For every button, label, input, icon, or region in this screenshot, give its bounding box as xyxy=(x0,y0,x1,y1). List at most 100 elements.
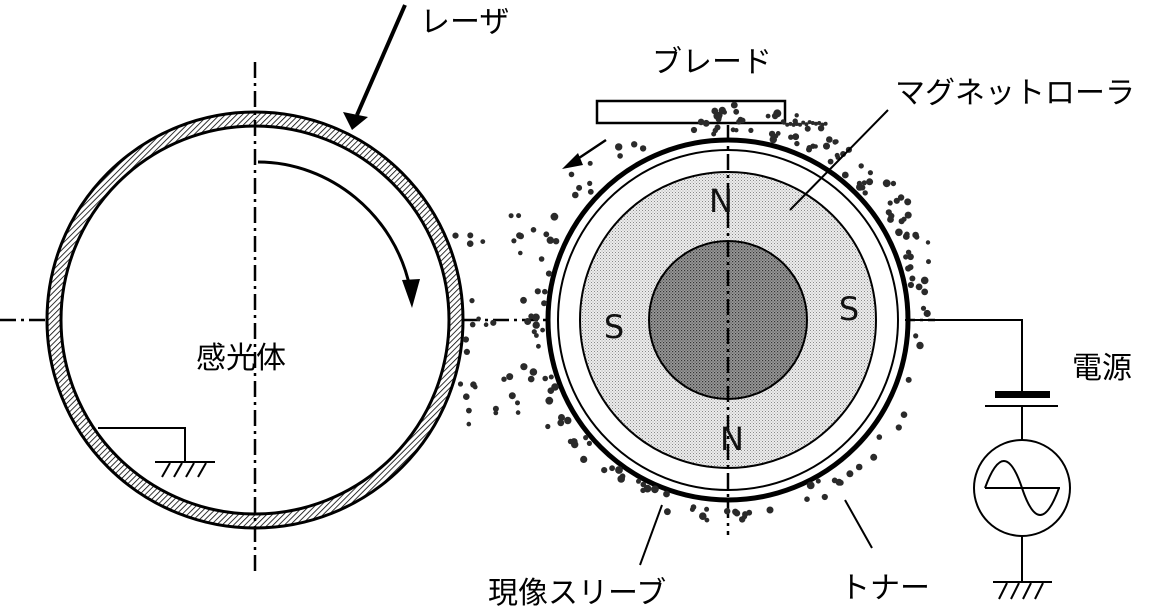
toner-particle xyxy=(798,122,802,127)
toner-particle xyxy=(545,423,551,430)
toner-particle xyxy=(520,296,527,304)
toner-particle xyxy=(663,490,670,498)
toner-particle xyxy=(516,213,522,219)
toner-particle xyxy=(587,180,593,186)
toner-particle xyxy=(472,384,478,390)
toner-particle xyxy=(769,135,777,144)
toner-particle xyxy=(715,114,722,121)
toner-particle xyxy=(855,463,863,471)
toner-particle xyxy=(823,121,828,126)
toner-particle xyxy=(826,136,833,143)
toner-particle xyxy=(926,259,931,265)
toner-particle xyxy=(912,231,919,239)
toner-particle xyxy=(508,392,516,400)
toner-particle xyxy=(536,343,541,349)
toner-particle xyxy=(532,321,540,329)
sleeve-leader xyxy=(639,504,663,566)
photoconductor-label: 感光体 xyxy=(196,341,286,376)
toner-particle xyxy=(467,232,474,239)
toner-particle xyxy=(739,117,746,124)
toner-particle xyxy=(733,509,741,517)
toner-particle xyxy=(895,424,902,431)
toner-particle xyxy=(788,134,794,140)
toner-particle xyxy=(540,327,545,333)
toner-particle xyxy=(904,211,912,219)
toner-particle xyxy=(782,120,786,125)
toner-particle xyxy=(534,288,541,295)
sine-wave-icon xyxy=(984,460,1060,516)
toner-particle xyxy=(636,478,641,484)
blade-direction-arrow xyxy=(575,138,607,162)
toner-particle xyxy=(567,438,574,445)
toner-particle xyxy=(699,512,707,520)
toner-particle xyxy=(904,231,910,238)
toner-particle xyxy=(817,121,822,125)
toner-particle xyxy=(664,508,671,516)
toner-particle xyxy=(876,434,883,440)
toner-particle xyxy=(542,288,548,295)
toner-particle xyxy=(640,481,647,488)
toner-particle xyxy=(901,216,907,222)
toner-particle xyxy=(771,112,779,120)
toner-particle xyxy=(920,276,929,285)
toner-particle xyxy=(734,128,739,133)
developing-sleeve-label: 現像スリーブ xyxy=(488,576,666,611)
toner-particle xyxy=(452,232,459,239)
toner-particle xyxy=(508,213,514,219)
toner-particle xyxy=(534,333,539,338)
magnet-roller-label: マグネットローラ xyxy=(895,76,1135,111)
toner-particle xyxy=(548,374,554,380)
power-supply-circuit xyxy=(905,319,1071,600)
pole-left-label: S xyxy=(604,308,624,346)
toner-particle xyxy=(462,336,469,343)
toner-particle xyxy=(580,455,588,463)
toner-particle xyxy=(601,467,608,474)
toner-particle xyxy=(704,506,710,512)
rotation-arrow xyxy=(257,160,412,289)
toner-particle xyxy=(543,231,550,238)
toner-particle xyxy=(690,126,698,134)
toner-particle xyxy=(492,405,499,412)
toner-particle xyxy=(515,410,521,415)
toner-particle xyxy=(490,319,497,326)
toner-particle xyxy=(697,118,705,126)
toner-particle xyxy=(920,305,927,311)
toner-particle xyxy=(791,122,796,127)
toner-particle xyxy=(768,130,776,138)
toner-particle xyxy=(923,309,931,318)
toner-particle xyxy=(469,298,475,304)
toner-particle xyxy=(766,506,774,514)
toner-particle xyxy=(515,400,520,406)
toner-particle xyxy=(466,240,474,247)
toner-particle xyxy=(827,158,834,165)
toner-particle xyxy=(483,322,489,328)
toner-particle xyxy=(639,145,647,152)
battery-plate-long xyxy=(995,391,1050,398)
toner-particle xyxy=(506,373,514,381)
toner-particle xyxy=(517,232,524,240)
toner-particle xyxy=(733,108,740,115)
toner-particle xyxy=(765,113,771,119)
toner-particle xyxy=(916,341,924,350)
toner-particle xyxy=(520,363,528,371)
pole-right-label: S xyxy=(839,290,859,328)
toner-particle xyxy=(794,140,800,147)
toner-particle xyxy=(530,227,537,233)
toner-particle xyxy=(925,240,931,245)
toner-particle xyxy=(529,368,538,376)
toner-particle xyxy=(861,180,867,186)
toner-particle xyxy=(832,139,838,145)
toner-particle xyxy=(858,163,864,169)
toner-particle xyxy=(463,348,470,355)
laser-beam-arrow xyxy=(355,4,407,116)
laser-label: レーザ xyxy=(420,5,509,40)
toner-particle xyxy=(619,473,626,480)
toner-particle xyxy=(718,106,726,115)
toner-particle xyxy=(501,376,507,382)
toner-particle xyxy=(615,466,623,474)
toner-particle xyxy=(814,121,818,126)
toner-particle xyxy=(690,504,697,510)
toner-particle xyxy=(903,254,909,260)
toner-particle xyxy=(583,435,589,441)
